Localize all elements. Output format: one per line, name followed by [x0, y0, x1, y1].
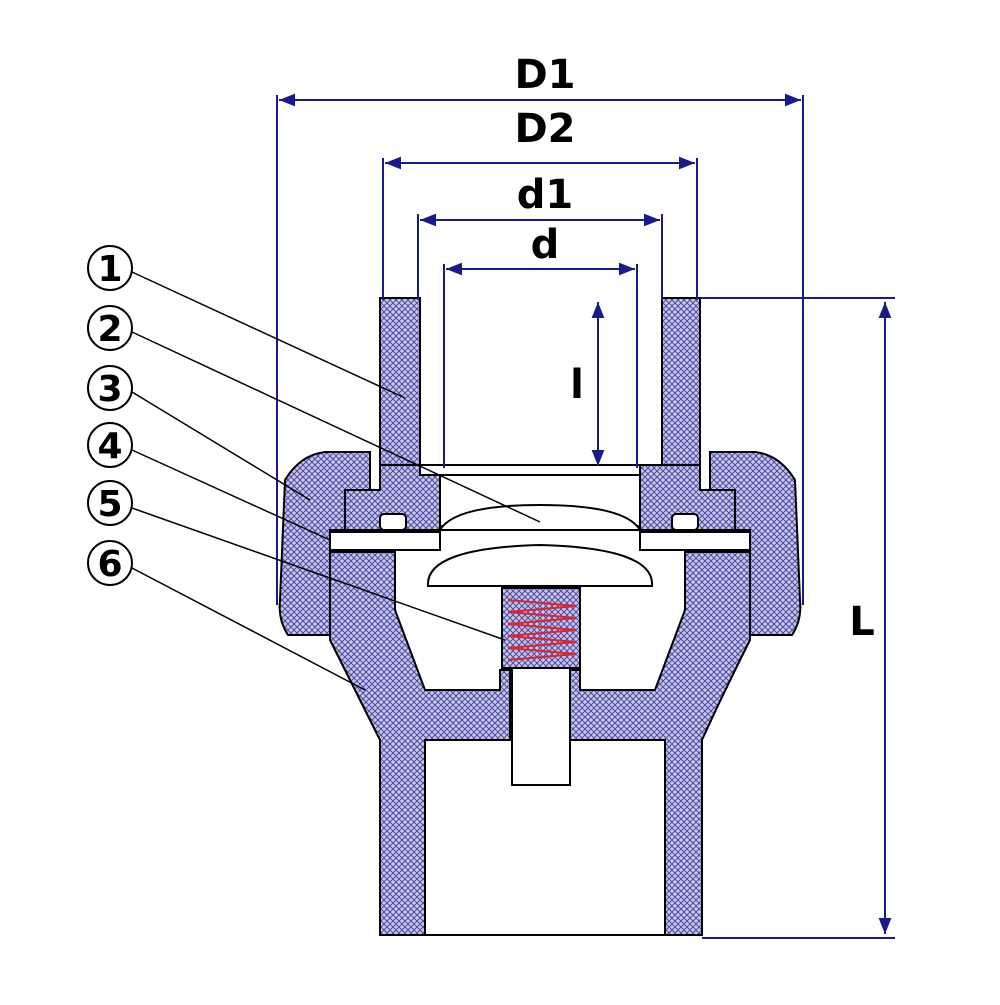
union-nut	[278, 451, 802, 636]
top-socket	[344, 297, 736, 531]
svg-text:4: 4	[97, 426, 122, 467]
callout-2: 2	[87, 305, 541, 523]
D1-label: D1	[514, 52, 575, 98]
d1-label: d1	[517, 172, 573, 218]
gasket	[329, 513, 751, 551]
d-label: d	[531, 222, 560, 268]
svg-text:1: 1	[97, 249, 122, 290]
spring	[501, 587, 581, 669]
L-label: L	[849, 599, 875, 645]
callout-1: 1	[87, 245, 406, 399]
valve-disc	[426, 503, 654, 587]
extension-lines	[276, 95, 895, 939]
callout-4: 4	[87, 422, 331, 541]
svg-text:3: 3	[97, 369, 122, 410]
D2-label: D2	[514, 106, 575, 152]
lower-body	[329, 551, 751, 936]
valve-stem	[511, 654, 571, 786]
callout-6: 6	[87, 540, 366, 691]
svg-text:6: 6	[97, 544, 122, 585]
callout-5: 5	[87, 480, 506, 641]
svg-text:2: 2	[97, 309, 122, 350]
l-label: l	[570, 362, 584, 408]
callout-3: 3	[87, 365, 311, 501]
svg-text:5: 5	[97, 484, 122, 525]
